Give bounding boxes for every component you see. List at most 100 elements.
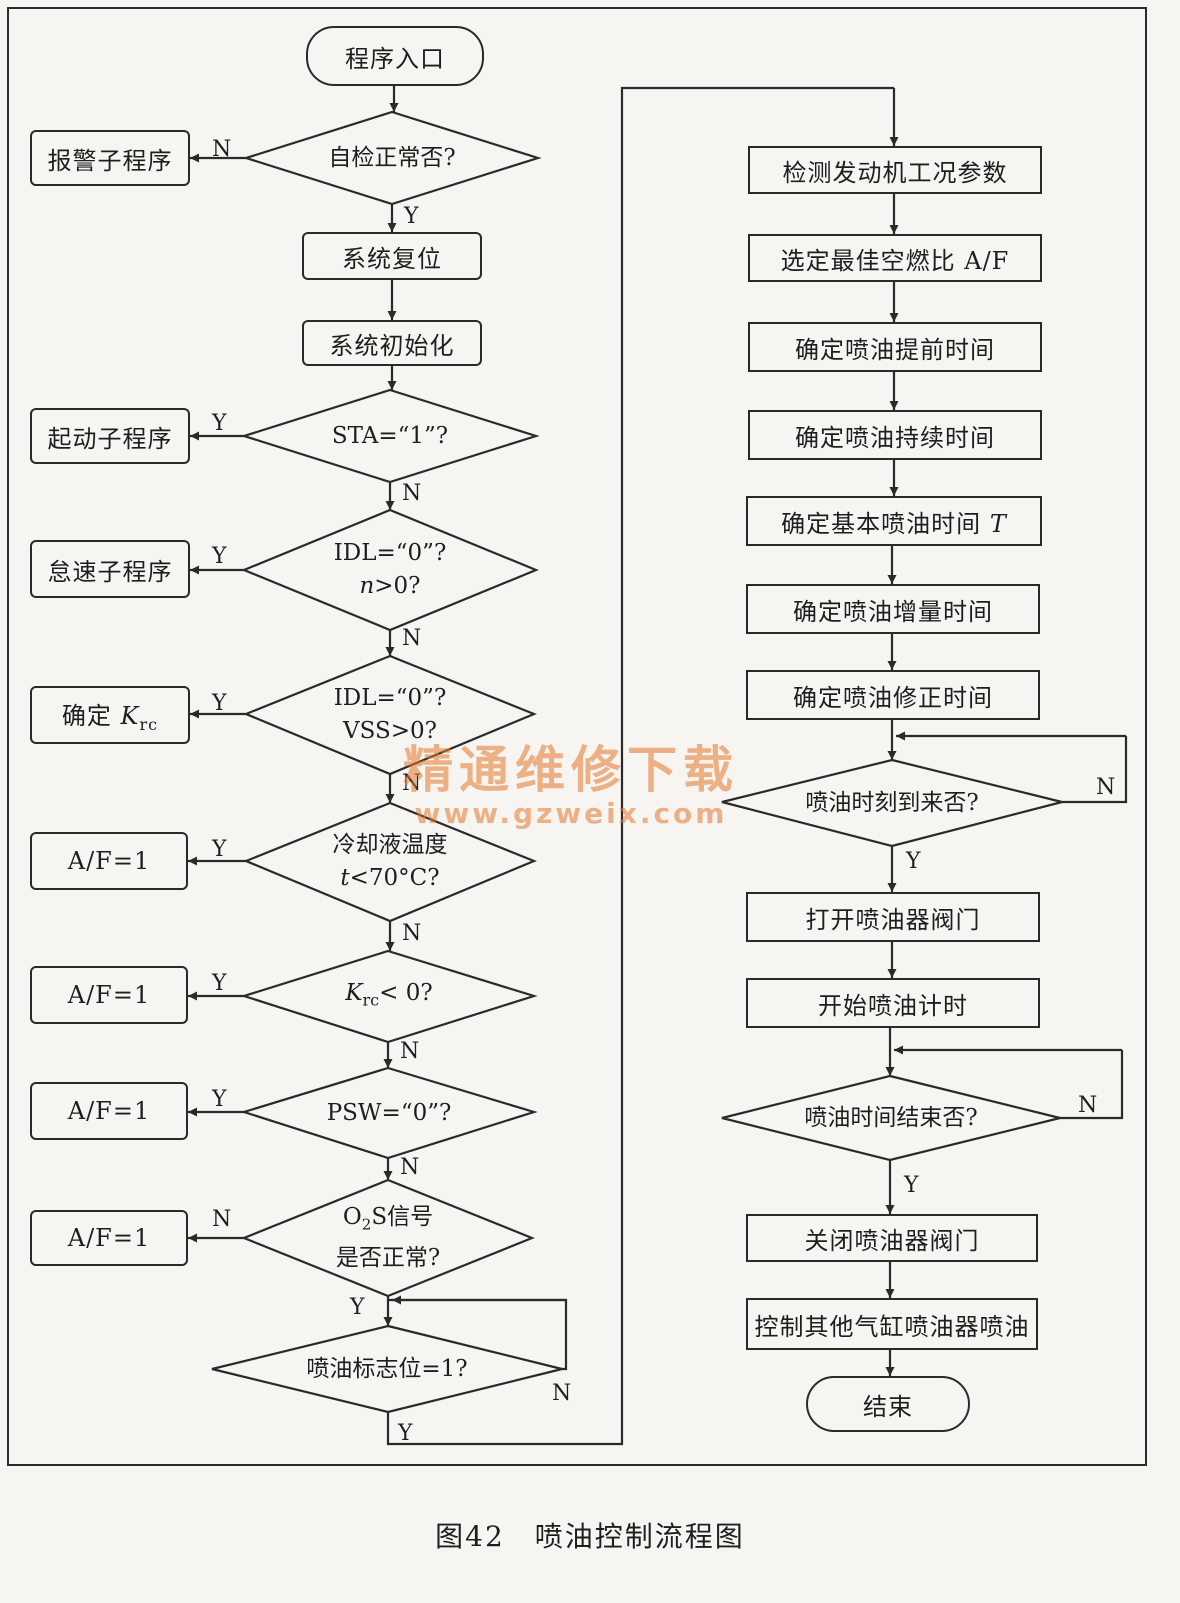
alarm-subroutine-box: 报警子程序 <box>30 130 190 186</box>
idl-vss-check-text: IDL=“0”? VSS>0? <box>246 656 534 774</box>
coolant-line1: 冷却液温度 <box>332 832 448 858</box>
start-subroutine-box: 起动子程序 <box>30 408 190 464</box>
idl-n-check-text: IDL=“0”? n>0? <box>244 510 536 630</box>
end-label: 结束 <box>863 1392 913 1421</box>
label-y-self-check: Y <box>404 204 419 229</box>
af1-box-o2s: A/F=1 <box>30 1210 188 1266</box>
increase-label: 确定喷油增量时间 <box>793 597 993 626</box>
label-n-flag: N <box>552 1381 572 1406</box>
af1-label: A/F=1 <box>67 1224 151 1252</box>
correct-label: 确定喷油修正时间 <box>793 683 993 712</box>
n-variable: n <box>359 573 375 599</box>
duration-label: 确定喷油持续时间 <box>795 423 995 452</box>
label-y-coolant: Y <box>212 837 227 862</box>
figure-caption: 图42 喷油控制流程图 <box>435 1520 745 1553</box>
idle-sub-label: 怠速子程序 <box>47 557 173 586</box>
basic-time-box: 确定基本喷油时间 T <box>746 496 1042 546</box>
system-reset-box: 系统复位 <box>302 232 482 280</box>
end-check-label: 喷油时间结束否? <box>804 1104 978 1131</box>
end-terminal: 结束 <box>806 1376 970 1432</box>
reset-label: 系统复位 <box>342 244 442 273</box>
o2s-o: O <box>342 1204 362 1231</box>
o2s-check-text: O2S信号 是否正常? <box>244 1180 532 1296</box>
idl-vss-line1: IDL=“0”? <box>333 685 447 711</box>
init-label: 系统初始化 <box>329 331 455 360</box>
idl-vss-line2: VSS>0? <box>343 718 437 744</box>
label-y-o2s: Y <box>350 1295 365 1320</box>
advance-time-box: 确定喷油提前时间 <box>748 322 1042 372</box>
label-n-o2s: N <box>212 1207 232 1232</box>
detect-label: 检测发动机工况参数 <box>782 158 1008 187</box>
af1-label: A/F=1 <box>67 847 151 875</box>
start-timer-label: 开始喷油计时 <box>818 991 968 1020</box>
idl-n-line1: IDL=“0”? <box>333 540 447 566</box>
psw-check-text: PSW=“0”? <box>244 1068 534 1158</box>
af1-label: A/F=1 <box>67 1097 151 1125</box>
krc-check-label: Krc< 0? <box>345 977 432 1017</box>
basic-prefix: 确定基本喷油时间 <box>781 509 990 538</box>
start-label: 程序入口 <box>345 44 445 73</box>
figure-frame <box>7 7 1147 1466</box>
select-af-label: 选定最佳空燃比 A/F <box>780 246 1010 275</box>
label-n-end-check: N <box>1078 1093 1098 1118</box>
label-y-flag: Y <box>398 1421 413 1446</box>
coolant-check-text: 冷却液温度 t<70°C? <box>246 803 534 921</box>
sta-check-text: STA=“1”? <box>244 390 536 482</box>
label-y-sta: Y <box>212 411 227 436</box>
other-cyl-label: 控制其他气缸喷油器喷油 <box>754 1312 1030 1341</box>
idl-n-line2: n>0? <box>359 570 420 603</box>
o2s-line1: O2S信号 <box>343 1201 433 1242</box>
select-af-box: 选定最佳空燃比 A/F <box>748 234 1042 282</box>
flag-check-label: 喷油标志位=1? <box>306 1355 468 1382</box>
af1-box-krc: A/F=1 <box>30 966 188 1024</box>
psw-check-label: PSW=“0”? <box>326 1099 452 1126</box>
idle-subroutine-box: 怠速子程序 <box>30 540 190 598</box>
label-n-psw: N <box>400 1155 420 1180</box>
system-init-box: 系统初始化 <box>302 320 482 366</box>
t-variable: t <box>340 865 350 891</box>
label-y-idl-vss: Y <box>212 691 227 716</box>
label-y-krc: Y <box>212 971 227 996</box>
label-n-self-check: N <box>212 137 232 162</box>
label-n-idl-n: N <box>402 626 422 651</box>
o2s-line2: 是否正常? <box>335 1244 441 1271</box>
alarm-label: 报警子程序 <box>47 146 173 175</box>
open-valve-label: 打开喷油器阀门 <box>805 905 981 934</box>
sta-check-label: STA=“1”? <box>331 422 449 449</box>
af1-label: A/F=1 <box>67 981 151 1009</box>
duration-time-box: 确定喷油持续时间 <box>748 410 1042 460</box>
o2s-subscript: 2 <box>361 1215 372 1234</box>
label-y-timing: Y <box>906 849 921 874</box>
coolant-line2-rest: <70°C? <box>349 865 440 891</box>
k-variable: K <box>345 979 363 1006</box>
label-n-idl-vss: N <box>402 771 422 796</box>
label-y-psw: Y <box>212 1087 227 1112</box>
krc-check-rest: < 0? <box>379 979 433 1006</box>
other-cylinders-box: 控制其他气缸喷油器喷油 <box>746 1298 1038 1350</box>
coolant-line2: t<70°C? <box>340 862 439 895</box>
increase-time-box: 确定喷油增量时间 <box>746 584 1040 634</box>
o2s-signal: S信号 <box>371 1204 434 1231</box>
start-terminal: 程序入口 <box>306 26 484 86</box>
label-y-idl-n: Y <box>212 544 227 569</box>
label-n-coolant: N <box>402 921 422 946</box>
krc-box-label: 确定 Krc <box>62 696 158 734</box>
timing-check-label: 喷油时刻到来否? <box>805 789 979 816</box>
label-n-sta: N <box>402 481 422 506</box>
timing-check-text: 喷油时刻到来否? <box>722 760 1062 846</box>
start-timer-box: 开始喷油计时 <box>746 978 1040 1028</box>
k-variable: K <box>120 702 140 731</box>
krc-prefix: 确定 <box>61 702 121 731</box>
self-check-label: 自检正常否? <box>328 144 456 171</box>
af1-box-coolant: A/F=1 <box>30 832 188 890</box>
open-valve-box: 打开喷油器阀门 <box>746 892 1040 942</box>
krc-check-text: Krc< 0? <box>244 951 534 1042</box>
close-valve-box: 关闭喷油器阀门 <box>746 1214 1038 1262</box>
idl-n-line2-rest: >0? <box>374 573 421 599</box>
determine-krc-box: 确定 Krc <box>30 686 190 744</box>
krc-subscript: rc <box>362 990 380 1010</box>
close-valve-label: 关闭喷油器阀门 <box>804 1226 980 1255</box>
self-check-text: 自检正常否? <box>246 112 538 204</box>
